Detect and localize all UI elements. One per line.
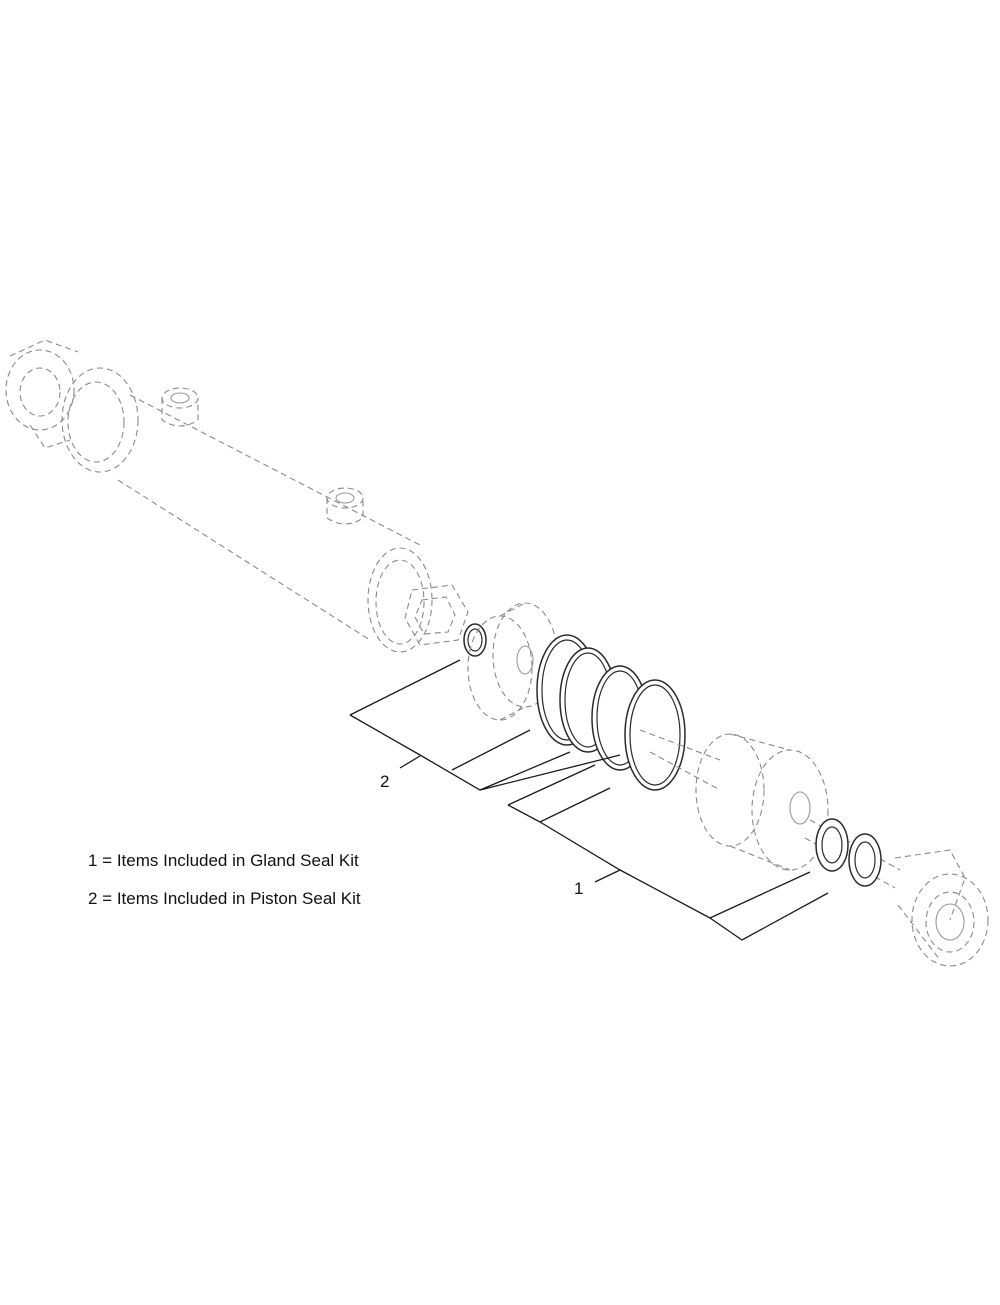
leader-lines-gland-kit [507, 764, 829, 941]
gland-seals [815, 818, 882, 887]
legend-gland-seal-kit: 1 = Items Included in Gland Seal Kit [88, 851, 359, 870]
leader-lines-piston-kit [349, 659, 621, 791]
cylinder-barrel-ghost [5, 339, 469, 653]
callout-2: 2 [380, 772, 389, 791]
piston-seal-rings [536, 634, 686, 791]
legend-piston-seal-kit: 2 = Items Included in Piston Seal Kit [88, 889, 361, 908]
small-o-ring [463, 623, 487, 657]
rod-end-eye-ghost [894, 849, 989, 967]
callout-1: 1 [574, 879, 583, 898]
